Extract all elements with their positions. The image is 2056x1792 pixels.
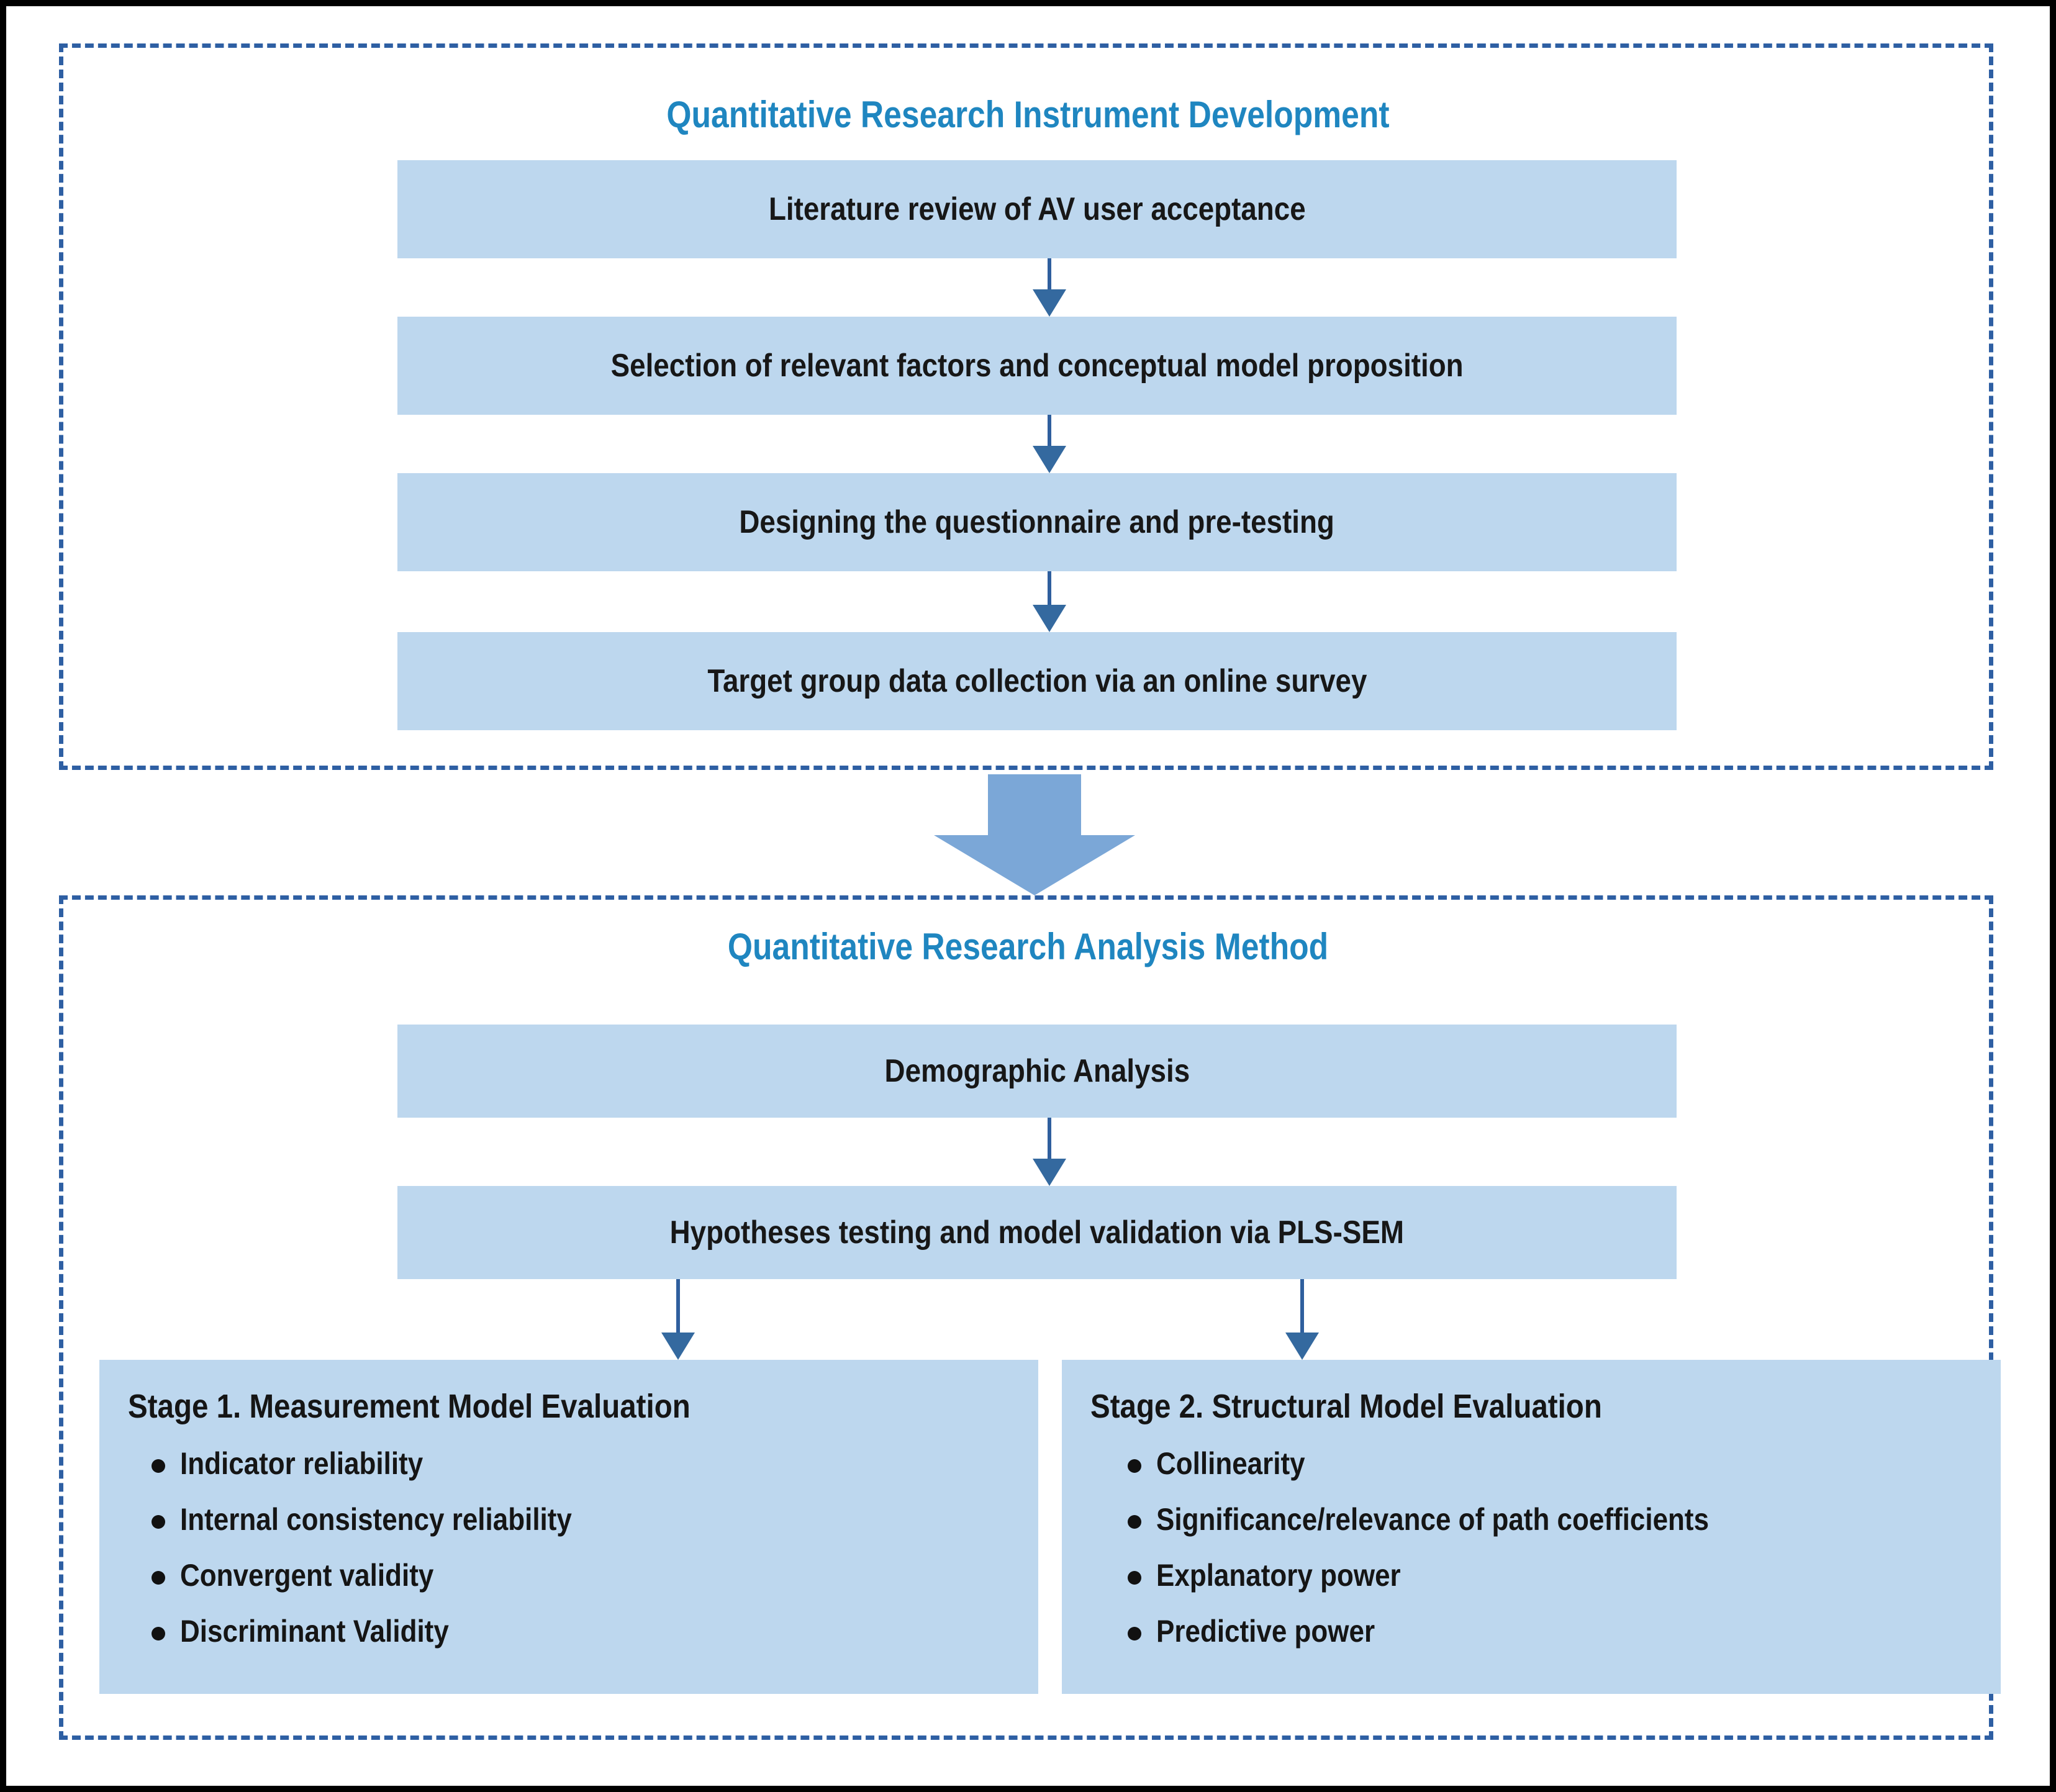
arrow-head: [1033, 289, 1066, 317]
list-item-label: Predictive power: [1156, 1614, 1375, 1649]
section-title-instrument-development: Quantitative Research Instrument Develop…: [666, 94, 1390, 135]
arrow-stem: [1300, 1279, 1304, 1335]
bullet-icon: [152, 1627, 165, 1640]
bullet-icon: [1128, 1627, 1141, 1640]
list-item: Indicator reliability: [128, 1446, 1013, 1482]
stage-item-list: Collinearity Significance/relevance of p…: [1090, 1446, 1976, 1649]
process-box-label: Demographic Analysis: [884, 1053, 1190, 1089]
list-item: Discriminant Validity: [128, 1613, 1013, 1649]
stage-box-measurement-model: Stage 1. Measurement Model Evaluation In…: [99, 1360, 1038, 1694]
arrow-head: [1033, 446, 1066, 473]
process-box-label: Hypotheses testing and model validation …: [669, 1215, 1405, 1251]
list-item-label: Significance/relevance of path coefficie…: [1156, 1502, 1710, 1537]
section-frame-analysis-method: [59, 895, 1993, 1740]
big-arrow-head: [933, 835, 1135, 895]
arrow-head: [1285, 1333, 1319, 1360]
arrow-down-icon-to-stage-2: [1285, 1279, 1319, 1360]
process-box-label: Target group data collection via an onli…: [707, 663, 1367, 699]
process-box-hypotheses-testing: Hypotheses testing and model validation …: [397, 1186, 1677, 1279]
list-item: Collinearity: [1090, 1446, 1976, 1482]
list-item: Predictive power: [1090, 1613, 1976, 1649]
list-item-label: Collinearity: [1156, 1446, 1305, 1481]
process-box-factor-selection: Selection of relevant factors and concep…: [397, 317, 1677, 415]
list-item-label: Internal consistency reliability: [180, 1502, 572, 1537]
arrow-head: [661, 1333, 695, 1360]
stage-item-list: Indicator reliability Internal consisten…: [128, 1446, 1013, 1649]
process-box-questionnaire-design: Designing the questionnaire and pre-test…: [397, 473, 1677, 571]
arrow-down-icon: [1033, 571, 1066, 632]
process-box-literature-review: Literature review of AV user acceptance: [397, 160, 1677, 258]
arrow-stem: [1048, 1118, 1051, 1161]
big-arrow-down-icon: [933, 774, 1135, 895]
section-title-analysis-method: Quantitative Research Analysis Method: [727, 926, 1329, 967]
arrow-stem: [1048, 571, 1051, 606]
list-item: Internal consistency reliability: [128, 1501, 1013, 1537]
arrow-down-icon: [1033, 415, 1066, 473]
arrow-down-icon: [1033, 258, 1066, 317]
list-item: Explanatory power: [1090, 1557, 1976, 1593]
list-item: Convergent validity: [128, 1557, 1013, 1593]
bullet-icon: [152, 1571, 165, 1585]
process-box-demographic-analysis: Demographic Analysis: [397, 1025, 1677, 1118]
process-box-label: Selection of relevant factors and concep…: [610, 348, 1464, 384]
bullet-icon: [152, 1515, 165, 1529]
bullet-icon: [1128, 1515, 1141, 1529]
section-frame-instrument-development: [59, 43, 1993, 770]
process-box-data-collection: Target group data collection via an onli…: [397, 632, 1677, 730]
arrow-stem: [676, 1279, 680, 1335]
arrow-down-icon-to-stage-1: [661, 1279, 695, 1360]
list-item-label: Convergent validity: [180, 1558, 434, 1593]
stage-box-structural-model: Stage 2. Structural Model Evaluation Col…: [1062, 1360, 2001, 1694]
stage-heading: Stage 2. Structural Model Evaluation: [1090, 1388, 1602, 1425]
arrow-head: [1033, 605, 1066, 632]
bullet-icon: [1128, 1571, 1141, 1585]
bullet-icon: [152, 1459, 165, 1473]
list-item-label: Discriminant Validity: [180, 1614, 449, 1649]
list-item-label: Indicator reliability: [180, 1446, 423, 1481]
stage-heading: Stage 1. Measurement Model Evaluation: [128, 1388, 691, 1425]
arrow-down-icon: [1033, 1118, 1066, 1186]
arrow-stem: [1048, 415, 1051, 450]
list-item-label: Explanatory power: [1156, 1558, 1401, 1593]
list-item: Significance/relevance of path coefficie…: [1090, 1501, 1976, 1537]
process-box-label: Designing the questionnaire and pre-test…: [739, 504, 1335, 540]
big-arrow-shaft: [987, 774, 1081, 836]
arrow-head: [1033, 1159, 1066, 1186]
process-box-label: Literature review of AV user acceptance: [768, 191, 1306, 227]
arrow-stem: [1048, 258, 1051, 293]
bullet-icon: [1128, 1459, 1141, 1473]
